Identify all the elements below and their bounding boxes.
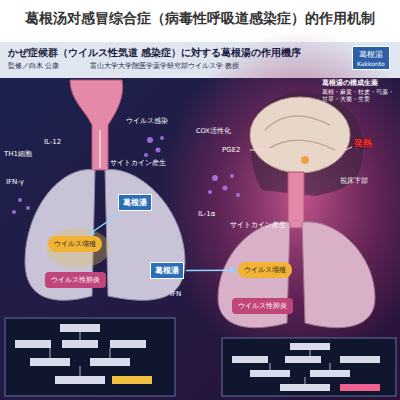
label: サイトカイン産生 — [230, 222, 286, 229]
label: IFN — [170, 290, 181, 298]
process-box: ウイルス増殖 — [238, 262, 292, 278]
label: IL-12 — [44, 138, 61, 146]
label: COX活性化 — [196, 128, 231, 135]
label: 富山大学大学院医学薬学研究部ウイルス学 教授 — [90, 63, 239, 70]
arrow-connector — [186, 269, 236, 271]
process-box: 葛根湯 — [118, 194, 152, 211]
label: サイトカイン産生 — [110, 160, 166, 167]
title-badge: 葛根湯Kakkonto — [352, 46, 390, 70]
node-text: ウイルス性肺炎 — [51, 275, 100, 285]
label: TH1細胞 — [4, 150, 32, 158]
process-box: 葛根湯 — [150, 262, 184, 279]
node-text: ウイルス増殖 — [54, 239, 96, 249]
title: 葛根汤对感冒综合症（病毒性呼吸道感染症）的作用机制 — [0, 10, 400, 26]
label: ウイルス感染 — [126, 118, 168, 125]
label: 監修／白木 公康 — [8, 62, 59, 70]
label: 葛根湯の構成生薬 — [322, 80, 398, 87]
arrow-connector — [89, 213, 119, 234]
label: かぜ症候群（ウイルス性気道 感染症）に対する葛根湯の作用機序 — [8, 47, 348, 59]
node-text: 葛根湯 — [123, 197, 147, 208]
label: IFN-γ — [6, 178, 24, 186]
label: 視床下部 — [340, 178, 368, 185]
node-text: ウイルス増殖 — [244, 265, 286, 275]
label: IL-1α — [198, 210, 215, 218]
label: 葛根・麻黄・桂皮・芍薬・甘草・大棗・生姜 — [322, 89, 396, 103]
label: PGE2 — [222, 146, 241, 154]
node-text: Kakkonto — [357, 60, 385, 67]
process-box: ウイルス性肺炎 — [232, 298, 293, 314]
node-text: ウイルス性肺炎 — [238, 301, 287, 311]
process-box: ウイルス増殖 — [48, 236, 102, 252]
label: 発熱 — [354, 138, 372, 148]
node-text: 葛根湯 — [357, 49, 385, 60]
process-box: ウイルス性肺炎 — [45, 272, 106, 288]
node-text: 葛根湯 — [155, 265, 179, 276]
